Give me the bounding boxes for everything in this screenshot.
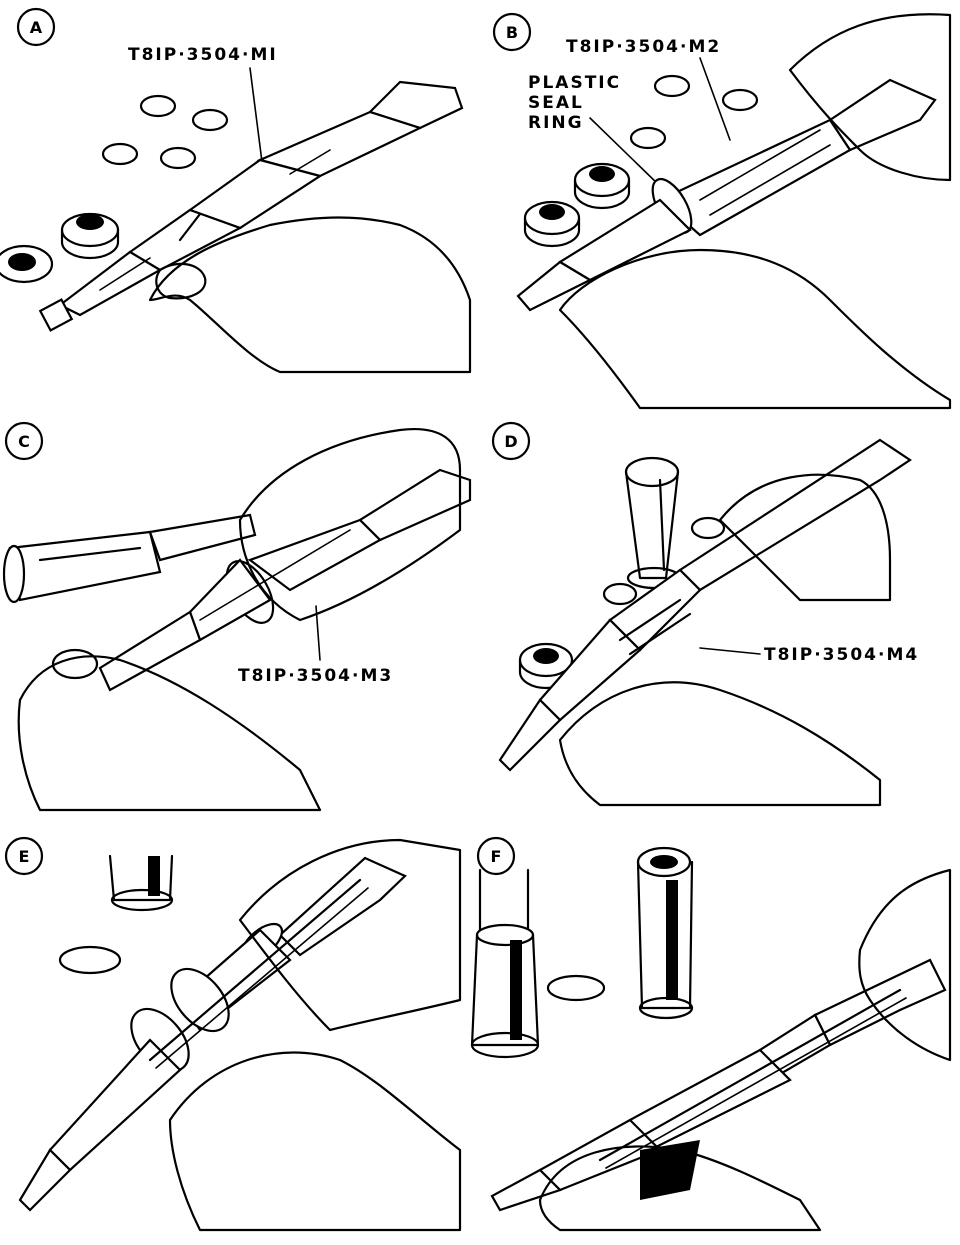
panel-c-right-hand [238,427,462,622]
panel-c-thumb [51,648,99,680]
panel-d-letter: D [504,432,517,451]
panel-a-bearing [60,212,120,260]
panel-b-seal-rings [629,74,759,150]
panel-d-sleeve [624,456,682,590]
panel-e-sleeve [108,854,174,912]
panel-e-letter: E [19,847,30,866]
panel-d-tool-label: T8IP·3504·M4 [764,645,919,665]
panel-b-ring-label: RING [528,113,584,133]
panel-c-left-hand [17,655,322,812]
panel-b-bearing-1 [573,162,631,210]
panel-b-lower-hand [558,248,952,410]
panel-b: B T8IP·3504·M2 PLASTIC SEAL RING [492,12,952,410]
panel-f-sleeve [636,846,694,1020]
panel-b-letter: B [506,23,518,42]
panel-f-right-hand [858,868,952,1062]
panel-d-shaft [498,438,912,772]
panel-c: C T8IP·3504·M3 [2,421,472,812]
panel-b-tool-label: T8IP·3504·M2 [566,37,721,57]
panel-c-shaft [98,468,472,692]
panel-b-bearing-2 [523,200,581,248]
panel-a-thumb [155,262,207,300]
panel-e-badge [4,836,44,876]
panel-a-hand [148,216,472,374]
panel-a-shaft [38,80,464,332]
panel-f: F [470,836,952,1232]
panel-b-badge [492,12,532,52]
panel-a-letter: A [30,18,43,37]
panel-c-sleeve-tool [2,513,257,604]
panel-e: E [4,836,462,1232]
panel-a-tool-label: T8IP·3504·MI [128,45,278,65]
panel-b-upper-hand [788,13,952,182]
panel-a-badge [16,7,56,47]
panel-d-leader-line [699,647,761,655]
panel-d-seal-rings [602,516,726,606]
panel-b-shaft [516,78,937,312]
panel-c-tool-label: T8IP·3504·M3 [238,666,393,686]
panel-e-shaft [18,856,407,1212]
panel-f-seal-ring [546,974,606,1002]
panel-e-seal-ring [58,945,122,975]
panel-b-seal-label: SEAL [528,93,584,113]
panel-f-letter: F [491,847,502,866]
panel-a-bearing-partial [0,244,54,284]
panel-e-lower-hand [168,1051,462,1232]
panel-b-plastic-label: PLASTIC [528,73,621,93]
panel-d-bearing [518,642,574,690]
panel-d-badge [491,421,531,461]
panel-b-leader-seal [589,117,661,187]
panel-e-right-hand [238,838,462,1032]
panel-a: A T8IP·3504·MI [0,7,472,374]
panel-f-lower-hand [538,1145,822,1232]
panel-d: D T8IP·3504·M4 [491,421,919,807]
panel-c-badge [4,421,44,461]
panel-c-letter: C [18,432,30,451]
panel-a-seal-rings [101,94,229,170]
panel-b-leader-tool [699,57,731,141]
panel-d-upper-hand [718,473,892,602]
panel-d-lower-hand [558,681,882,807]
panel-f-badge [476,836,516,876]
panel-a-leader-line [249,67,263,163]
panel-f-shaft [490,958,947,1212]
panel-f-cone-tool [470,868,540,1059]
